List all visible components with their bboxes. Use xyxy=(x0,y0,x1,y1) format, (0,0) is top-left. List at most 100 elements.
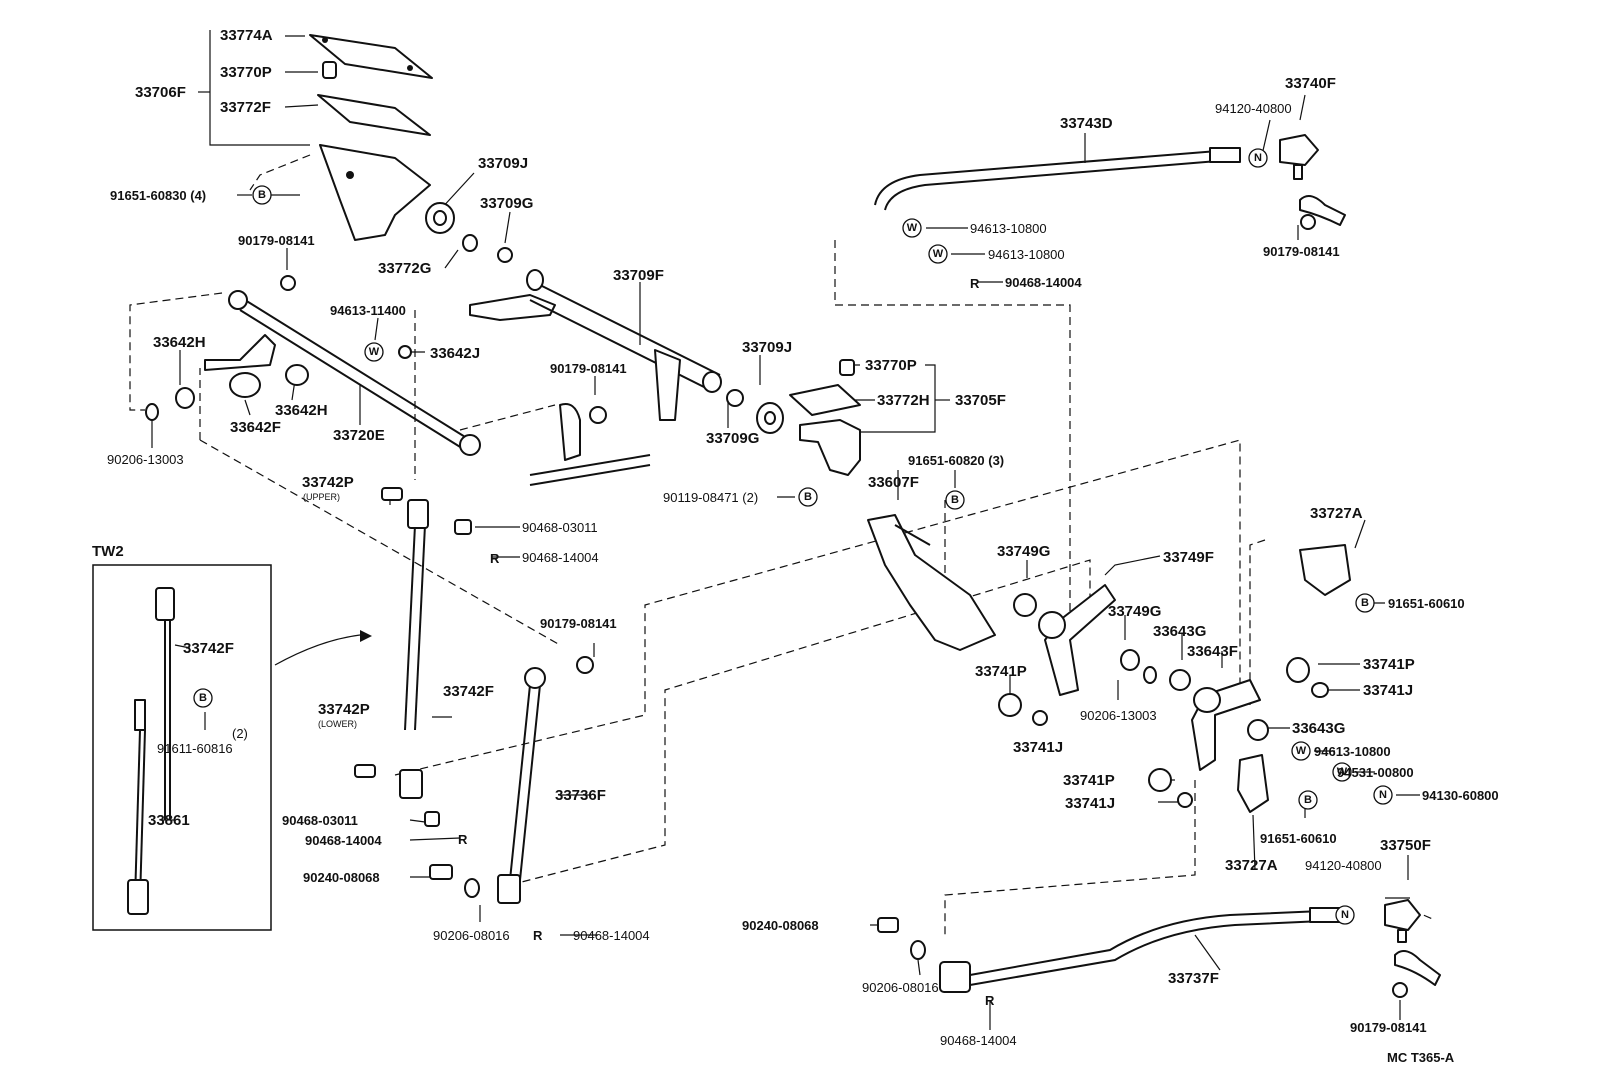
svg-text:R: R xyxy=(985,993,995,1008)
label-90468-14004-e: 90468-14004 xyxy=(940,1033,1017,1048)
label-90468-14004-d: 90468-14004 xyxy=(573,928,650,943)
bolt-symbol-91651-60610-b: B xyxy=(1298,790,1318,810)
svg-text:B: B xyxy=(199,692,207,704)
svg-text:B: B xyxy=(258,189,266,201)
washer-symbol-94613-10800-a: W xyxy=(902,218,922,238)
bushing-33749g-b xyxy=(1120,649,1140,671)
bushing-33741p-c xyxy=(1148,768,1172,792)
nut-33709g-mid xyxy=(726,389,744,407)
label-90206-13003-b: 90206-13003 xyxy=(1080,708,1157,723)
label-91611-60816: 91611-60816 xyxy=(157,741,233,756)
label-33774a: 33774A xyxy=(220,27,273,44)
nut-33709g-top xyxy=(497,247,513,263)
rod-33720e xyxy=(228,290,481,456)
label-90179-08141-b: 90179-08141 xyxy=(550,361,627,376)
label-33706f: 33706F xyxy=(135,84,186,101)
label-upper-note: (UPPER) xyxy=(303,492,340,502)
label-33737f: 33737F xyxy=(1168,970,1219,987)
bolt-symbol-91651-60610-a: B xyxy=(1355,593,1375,613)
nut-90179-08141-e xyxy=(1392,982,1408,998)
label-90468-14004-c: 90468-14004 xyxy=(305,833,382,848)
svg-text:W: W xyxy=(907,222,918,234)
inset-frame xyxy=(92,564,272,931)
svg-text:W: W xyxy=(1337,766,1348,778)
label-33642h-b: 33642H xyxy=(275,402,328,419)
label-lower-note: (LOWER) xyxy=(318,719,357,729)
rod-33743d xyxy=(874,147,1241,211)
svg-text:W: W xyxy=(1296,745,1307,757)
nut-symbol-94120-40800-a: N xyxy=(1248,148,1268,168)
bracket-33607f xyxy=(867,514,996,651)
spacer-33741j-a xyxy=(1032,710,1048,726)
svg-text:B: B xyxy=(951,494,959,506)
label-33642j: 33642J xyxy=(430,345,480,362)
label-33749f: 33749F xyxy=(1163,549,1214,566)
label-33750f: 33750F xyxy=(1380,837,1431,854)
label-33742p-lower: 33742P xyxy=(318,701,370,718)
washer-90206-08016-b xyxy=(910,940,926,960)
label-90179-08141-d: 90179-08141 xyxy=(540,616,617,631)
label-90179-08141-c: 90179-08141 xyxy=(1263,244,1340,259)
svg-text:R: R xyxy=(533,928,543,943)
label-90240-08068-a: 90240-08068 xyxy=(303,870,380,885)
rod-33742f xyxy=(399,499,429,799)
washer-90206-13003-a xyxy=(145,403,159,421)
svg-text:R: R xyxy=(970,276,980,291)
bushing-33709j-top xyxy=(425,202,455,234)
label-90468-14004-a: 90468-14004 xyxy=(1005,275,1082,290)
label-33741j-a: 33741J xyxy=(1363,682,1413,699)
nut-90179-08141-d xyxy=(576,656,594,674)
label-33741j-c: 33741J xyxy=(1065,795,1115,812)
label-90179-08141-a: 90179-08141 xyxy=(238,233,315,248)
part-labels: 33774A 33770P 33706F 33772F 91651-60830 … xyxy=(107,27,1499,1048)
linkage-arm-lower-right xyxy=(1394,950,1441,986)
bolt-symbol-91651-60820: B xyxy=(945,490,965,510)
label-33740f: 33740F xyxy=(1285,75,1336,92)
bushing-33741p-b xyxy=(1286,657,1310,683)
label-33709j-top: 33709J xyxy=(478,155,528,172)
label-33705f: 33705F xyxy=(955,392,1006,409)
label-33749g-a: 33749G xyxy=(997,543,1050,560)
nut-90179-08141-c xyxy=(1300,214,1316,230)
label-33709g-top: 33709G xyxy=(480,195,533,212)
label-33709f: 33709F xyxy=(613,267,664,284)
label-90206-13003-a: 90206-13003 xyxy=(107,452,184,467)
label-91611-qty: (2) xyxy=(232,726,248,741)
label-33770p-top: 33770P xyxy=(220,64,272,81)
label-90468-14004-b: 90468-14004 xyxy=(522,550,599,565)
label-90468-03011-a: 90468-03011 xyxy=(522,520,598,535)
shaft-33709f xyxy=(469,269,722,421)
inset-tw2: TW2 xyxy=(92,543,372,931)
spacer-33770p-top xyxy=(322,61,337,79)
bushing-33643g-a xyxy=(1169,669,1191,691)
label-91651-60820: 91651-60820 (3) xyxy=(908,453,1004,468)
mounting-frame xyxy=(529,403,651,486)
bracket-33706f xyxy=(319,144,431,241)
clip-33642j xyxy=(398,345,412,359)
label-33720e: 33720E xyxy=(333,427,385,444)
label-94613-10800-c: 94613-10800 xyxy=(1314,744,1391,759)
label-94120-40800-b: 94120-40800 xyxy=(1305,858,1382,873)
label-33741p-a: 33741P xyxy=(1363,656,1415,673)
label-91651-60610-a: 91651-60610 xyxy=(1388,596,1465,611)
clip-90468-03011-a xyxy=(454,519,472,535)
label-33736f: 33736F xyxy=(555,787,606,804)
label-33643g-b: 33643G xyxy=(1292,720,1345,737)
bolt-symbol-91611-60816: B xyxy=(193,688,213,708)
lever-33749f xyxy=(1038,584,1116,696)
svg-text:N: N xyxy=(1254,152,1262,164)
label-33643f: 33643F xyxy=(1187,643,1238,660)
bracket-33705f xyxy=(799,419,861,476)
pin-symbol-90468-14004-a: R xyxy=(970,276,980,291)
label-33861: 33861 xyxy=(148,812,190,829)
svg-text:N: N xyxy=(1379,789,1387,801)
label-33749g-b: 33749G xyxy=(1108,603,1161,620)
label-90206-08016-a: 90206-08016 xyxy=(433,928,510,943)
svg-text:R: R xyxy=(458,832,468,847)
label-33727a-bottom: 33727A xyxy=(1225,857,1278,874)
label-33709g-mid: 33709G xyxy=(706,430,759,447)
svg-text:B: B xyxy=(804,491,812,503)
pin-symbol-90468-14004-d: R xyxy=(533,928,543,943)
label-33742p-upper: 33742P xyxy=(302,474,354,491)
pin-symbol-90468-14004-c: R xyxy=(458,832,468,847)
